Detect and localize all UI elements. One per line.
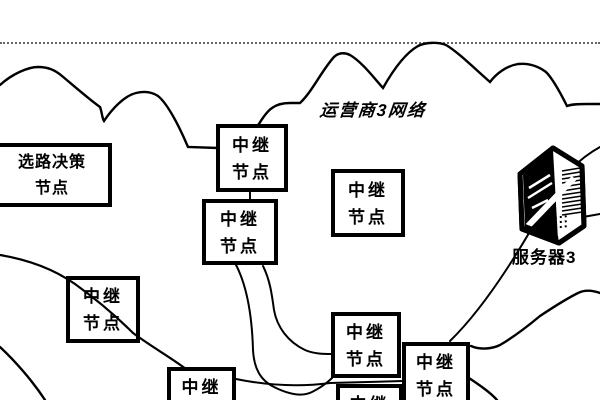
relay-node-label-line2: 节点 [83,314,123,333]
relay-node-box-5: 中继 节点 [167,367,236,400]
relay-node-box-1: 中继 节点 [216,124,288,192]
relay-node-box-6: 中继 节点 [331,312,401,378]
cloud-outline-bottom-right [469,289,600,350]
relay-node-label-line1: 中继 [83,287,123,306]
connection-relay-mid-to-bottom-right [262,265,333,355]
server-icon [517,145,587,246]
relay-node-box-3: 中继 节点 [331,169,405,237]
relay-node-label-line1: 中继 [416,353,456,372]
relay-node-label-line2: 节点 [416,380,456,399]
cloud-outline-bottom-left [0,345,47,400]
relay-node-label-line2: 节点 [348,208,388,227]
cloud-outline-top [0,41,600,150]
relay-node-label-line2: 节点 [232,163,272,182]
relay-node-label-line1: 中继 [220,210,260,229]
relay-node-label-line1: 中继 [346,323,386,342]
cloud-outline-bottom-exit [464,374,499,400]
dotted-separator-line [0,42,600,44]
relay-node-box-2: 中继 节点 [202,199,278,265]
relay-node-box-8: 中继 节点 [336,384,403,400]
relay-node-label-line1: 中继 [348,181,388,200]
relay-node-label-line2: 节点 [220,237,260,256]
relay-node-box-7: 中继 节点 [402,342,470,400]
relay-node-label-line1: 中继 [340,391,399,400]
relay-node-label-line1: 中继 [232,136,272,155]
routing-node-label-line1: 选路决策 [17,154,86,171]
routing-decision-node-box: 选路决策 节点 [0,143,112,207]
connection-relay-mid-to-bottom-left [234,262,333,396]
relay-node-box-4: 中继 节点 [66,276,140,343]
relay-node-label-line1: 中继 [181,378,222,397]
server-label: 服务器3 [512,248,577,267]
connection-bottom-relays [235,378,404,387]
network-cloud-label: 运营商3网络 [318,101,428,120]
relay-node-label-line2: 节点 [346,350,386,369]
routing-node-label-line2: 节点 [34,180,69,197]
